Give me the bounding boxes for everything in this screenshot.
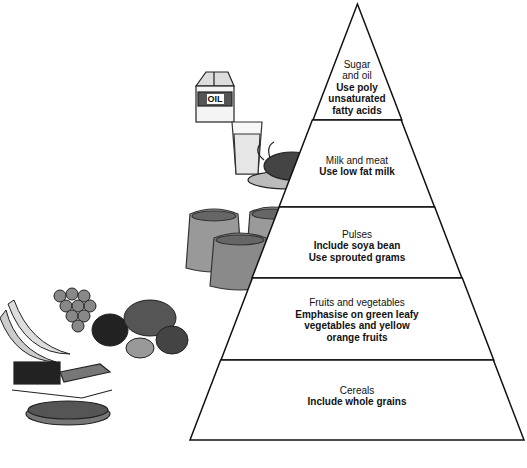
band-shape bbox=[190, 360, 524, 440]
pyramid-band: Fruits and vegetablesEmphasise on green … bbox=[221, 278, 494, 360]
advice-text: Include soya bean bbox=[282, 240, 432, 252]
advice-text: Include whole grains bbox=[282, 396, 432, 408]
band-shape bbox=[252, 207, 462, 278]
advice-text: Use low fat milk bbox=[282, 166, 432, 178]
pyramid-band: PulsesInclude soya beanUse sprouted gram… bbox=[252, 207, 462, 278]
band-shape bbox=[221, 278, 494, 360]
advice-text: Use sprouted grams bbox=[282, 252, 432, 264]
cereals bbox=[12, 362, 112, 425]
band-text: Fruits and vegetablesEmphasise on green … bbox=[293, 297, 421, 343]
carton-label: OIL bbox=[207, 94, 224, 104]
band-shape bbox=[313, 4, 402, 120]
oil-carton bbox=[196, 72, 234, 122]
advice-text: Use poly unsaturated fatty acids bbox=[324, 82, 390, 117]
band-text: PulsesInclude soya beanUse sprouted gram… bbox=[282, 229, 432, 264]
food-group: Milk and meat bbox=[282, 155, 432, 167]
food-group: Sugar and oil bbox=[336, 59, 378, 82]
pyramid-band: CerealsInclude whole grains bbox=[190, 360, 524, 440]
band-text: Sugar and oilUse poly unsaturated fatty … bbox=[324, 59, 390, 117]
food-group: Fruits and vegetables bbox=[293, 297, 421, 309]
food-group: Cereals bbox=[282, 385, 432, 397]
band-shape bbox=[279, 120, 435, 207]
band-text: CerealsInclude whole grains bbox=[282, 385, 432, 408]
fruits-vegetables bbox=[0, 288, 188, 362]
food-group: Pulses bbox=[282, 229, 432, 241]
advice-text: Emphasise on green leafy vegetables and … bbox=[293, 309, 421, 344]
band-text: Milk and meatUse low fat milk bbox=[282, 155, 432, 178]
pyramid-band: Sugar and oilUse poly unsaturated fatty … bbox=[313, 4, 402, 120]
pyramid-band: Milk and meatUse low fat milk bbox=[279, 120, 435, 207]
